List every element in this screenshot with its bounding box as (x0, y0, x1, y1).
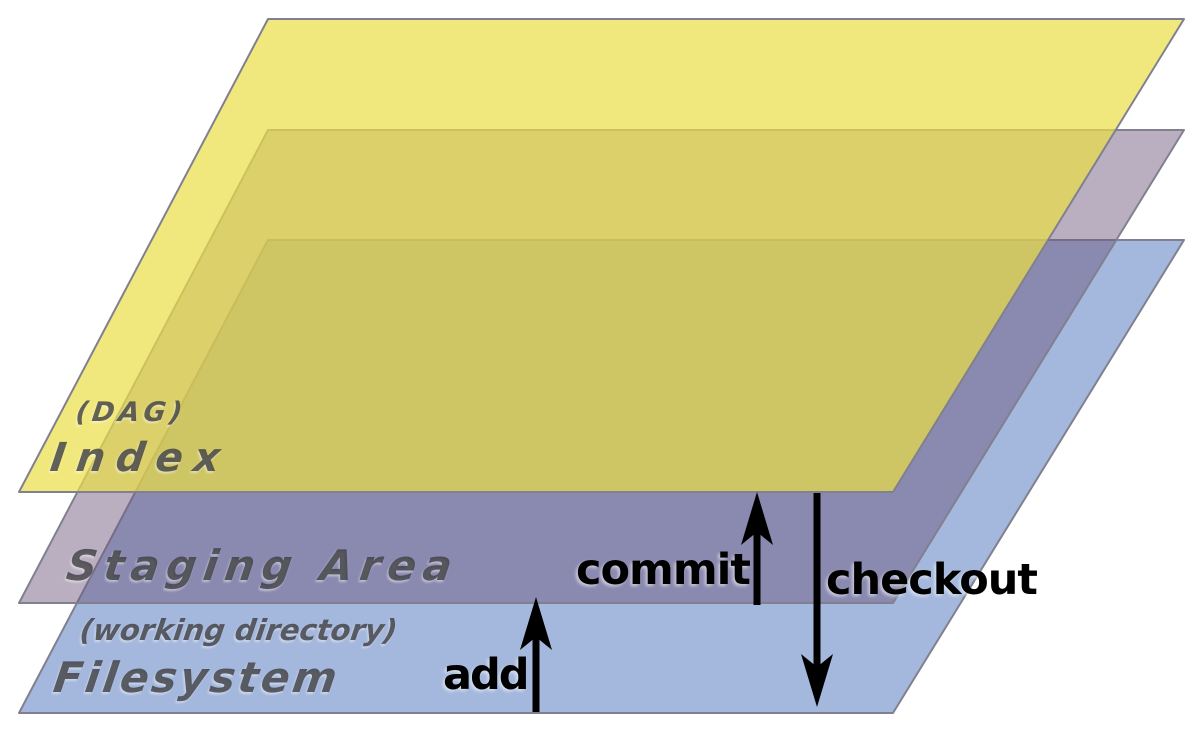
commit-arrow-shaft (753, 528, 761, 605)
add-command-label: add (443, 650, 530, 700)
checkout-arrow (801, 493, 833, 707)
filesystem-layer-label: Filesystem (50, 653, 344, 702)
commit-arrow (741, 492, 773, 605)
index-layer-label: Index (47, 435, 234, 481)
checkout-command-label: checkout (826, 555, 1038, 605)
staging-area-layer-label: Staging Area (63, 541, 463, 590)
filesystem-layer-sublabel: (working directory) (77, 613, 400, 647)
index-layer-sublabel: (DAG) (73, 397, 189, 428)
index-plane (18, 18, 1185, 493)
commit-command-label: commit (576, 545, 751, 595)
add-arrow-shaft (532, 633, 540, 712)
checkout-arrow-shaft (813, 493, 821, 672)
commit-arrow-head-up (741, 492, 773, 545)
add-arrow (520, 597, 552, 712)
add-arrow-head-up (520, 597, 552, 650)
checkout-arrow-head-down (801, 654, 833, 707)
